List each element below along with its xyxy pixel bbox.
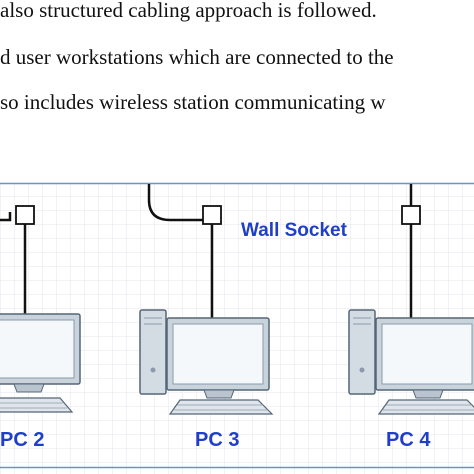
paragraph-line-2: d user workstations which are connected … bbox=[0, 45, 394, 69]
pc-3-monitor-stand bbox=[203, 389, 235, 399]
wall-socket-1 bbox=[15, 205, 35, 225]
pc-2-label: PC 2 bbox=[0, 429, 44, 451]
pc-4 bbox=[348, 309, 474, 415]
pc-2-screen bbox=[0, 319, 75, 379]
pc-3-screen bbox=[172, 323, 264, 385]
pc-4-screen bbox=[381, 323, 473, 385]
pc-4-keyboard bbox=[377, 399, 474, 415]
pc-3-keyboard bbox=[168, 399, 274, 415]
pc-4-label: PC 4 bbox=[386, 429, 431, 451]
pc-3-label: PC 3 bbox=[195, 429, 239, 451]
wall-socket-label: Wall Socket bbox=[241, 220, 348, 241]
wall-socket-3 bbox=[401, 205, 421, 225]
paragraph-line-3: so includes wireless station communicati… bbox=[0, 90, 386, 114]
pc-2-keyboard bbox=[0, 397, 74, 413]
pc-3-tower bbox=[139, 309, 167, 395]
cable-trunk-to-socket-2 bbox=[147, 184, 204, 222]
pc-4-monitor-stand bbox=[412, 389, 444, 399]
wall-socket-2 bbox=[202, 205, 222, 225]
cable-socket-1-left bbox=[0, 212, 12, 222]
pc-2-monitor-stand bbox=[13, 383, 45, 393]
paragraph-line-1: also structured cabling approach is foll… bbox=[0, 0, 377, 22]
pc-2 bbox=[0, 313, 81, 413]
pc-4-tower bbox=[348, 309, 376, 395]
pc-3 bbox=[139, 309, 274, 415]
